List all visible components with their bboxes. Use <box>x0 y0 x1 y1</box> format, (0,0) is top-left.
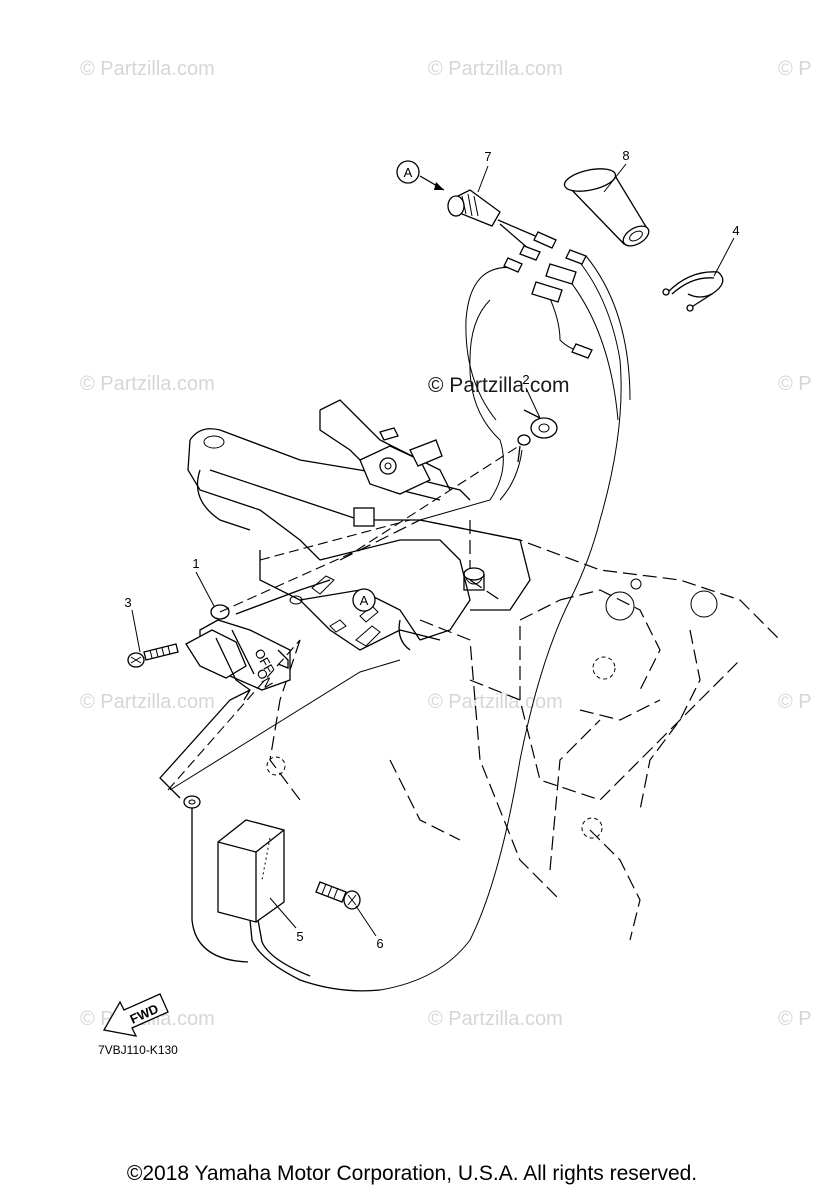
watermark: © P <box>778 1008 812 1030</box>
watermark: © Partzilla.com <box>80 691 215 713</box>
connector-ref-top: A <box>396 160 445 191</box>
callout-3: 3 <box>124 595 131 610</box>
frame-ghost-outline <box>266 519 781 941</box>
connector-ref-label: A <box>360 593 369 608</box>
callout-1: 1 <box>192 556 199 571</box>
cable-band <box>662 271 724 312</box>
callout-7: 7 <box>484 149 491 164</box>
watermark: © Partzilla.com <box>428 58 563 80</box>
bolt <box>315 881 361 910</box>
wire-harness <box>235 255 631 991</box>
lever-assembly <box>319 399 451 501</box>
center-watermark: © Partzilla.com <box>428 374 570 397</box>
screw <box>127 643 179 668</box>
watermark: © Partzilla.com <box>80 58 215 80</box>
copyright-notice: ©2018 Yamaha Motor Corporation, U.S.A. A… <box>126 1162 698 1185</box>
callout-8: 8 <box>622 148 629 163</box>
watermark: © Partzilla.com <box>80 373 215 395</box>
control-unit <box>159 689 381 992</box>
assembly-dashed-lines <box>167 443 523 791</box>
connector-ref-label: A <box>404 165 413 180</box>
callout-numbers: 1 2 3 4 5 6 7 8 <box>124 148 739 951</box>
protective-tube <box>563 168 650 247</box>
callout-2: 2 <box>522 372 529 387</box>
watermark-grid: © Partzilla.com © Partzilla.com © P © Pa… <box>80 58 812 1030</box>
callout-leaders <box>131 163 735 937</box>
main-switch: OFF ON <box>185 604 291 701</box>
watermark: © P <box>778 691 812 713</box>
callout-6: 6 <box>376 936 383 951</box>
diagram-code: 7VBJ110-K130 <box>98 1043 178 1057</box>
ground-terminal-nut <box>517 409 558 463</box>
connector-ref-bottom: A <box>352 588 376 612</box>
fwd-arrow: FWD <box>102 993 169 1037</box>
wire-coupler <box>447 189 593 359</box>
watermark: © P <box>778 58 812 80</box>
callout-5: 5 <box>296 929 303 944</box>
callout-4: 4 <box>732 223 739 238</box>
mounting-bracket <box>187 428 531 651</box>
watermark: © Partzilla.com <box>428 1008 563 1030</box>
watermark: © Partzilla.com <box>428 691 563 713</box>
watermark: © P <box>778 373 812 395</box>
